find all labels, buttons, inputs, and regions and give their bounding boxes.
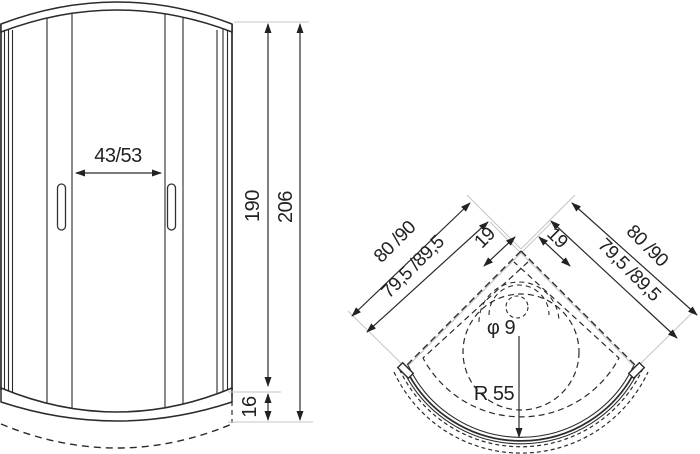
top-view-front-arc: [401, 367, 641, 445]
top-view-basin-rim-dashed: [422, 261, 620, 418]
front-radius-label: R 55: [474, 383, 515, 405]
drain-hole-icon: [505, 295, 529, 319]
drain-diameter-label: φ 9: [487, 317, 516, 339]
top-view-basin-bottom-dashed: [462, 293, 580, 411]
door-handle-icon: [166, 183, 177, 231]
top-view-right-wall-cap: [627, 361, 646, 380]
front-view-arched-top-rail: [0, 1, 233, 34]
extension-line: [347, 310, 408, 370]
extension-line: [634, 310, 695, 370]
dimension-left-offset-arrow: [483, 236, 516, 267]
front-tray-height-label: 16: [239, 396, 261, 418]
extension-line: [520, 194, 576, 250]
dimension-right-offset-arrow: [538, 236, 571, 267]
door-handle-icon: [56, 183, 67, 231]
top-view-left-wall-cap: [396, 361, 415, 380]
front-view-tray-band: [0, 386, 233, 422]
top-view-group: 80 /90 79,5 /89,5 19 80 /90 79,5 /89,5 1…: [347, 194, 698, 454]
top-view-outer-arc-dashed: [399, 369, 643, 448]
front-view-group: 43/53 190 206 16: [0, 1, 313, 449]
front-view-frame-lines: [0, 14, 233, 412]
front-view-tray-apron-dashed: [0, 423, 233, 449]
front-door-opening-label: 43/53: [94, 145, 142, 167]
dimension-right-side-inner-arrow: [550, 220, 678, 339]
front-glass-height-label: 190: [242, 190, 264, 222]
dimension-left-side-inner-arrow: [366, 221, 489, 333]
top-view-front-arc: [407, 365, 635, 438]
top-view-front-arc: [404, 366, 638, 442]
front-total-height-label: 206: [275, 191, 297, 223]
top-view-drain-slope-dashed: [488, 284, 550, 316]
